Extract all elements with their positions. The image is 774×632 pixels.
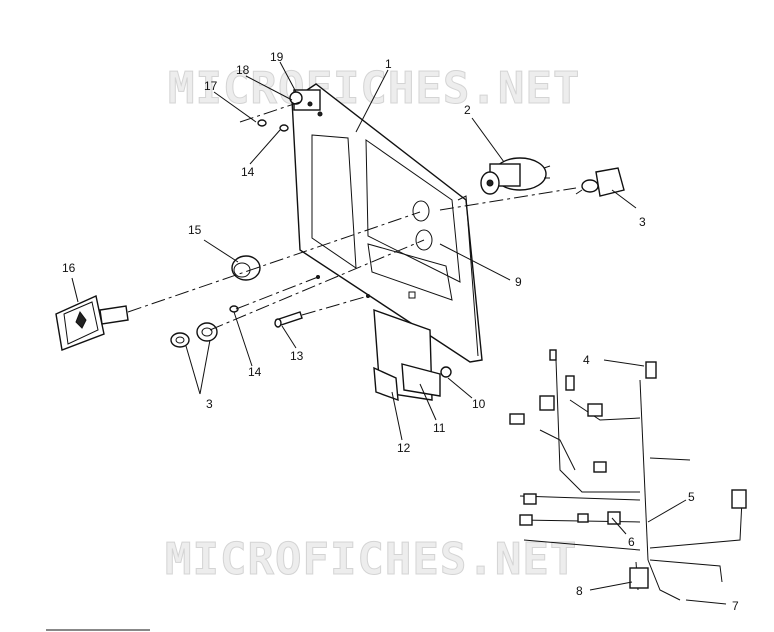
ignition-key [55,295,129,351]
callout-15: 15 [188,223,202,237]
watermark-top: MICROFICHES.NET [168,63,580,114]
callout-16: 16 [62,261,76,275]
callout-1: 1 [385,57,392,71]
lower-bracket [373,308,452,402]
callout-14-top: 14 [241,165,255,179]
callout-4: 4 [583,353,590,367]
callout-3-left: 3 [206,397,213,411]
callout-3-right: 3 [639,215,646,229]
callout-6: 6 [628,535,635,549]
callout-18: 18 [236,63,250,77]
callout-14-bottom: 14 [248,365,262,379]
callout-8: 8 [576,584,583,598]
washers [170,322,218,348]
callout-13: 13 [290,349,304,363]
ignition-switch [480,157,551,195]
assembly-lines [127,101,577,331]
callout-11: 11 [433,421,446,435]
callout-12: 12 [397,441,411,455]
callout-19: 19 [270,50,284,64]
callout-9: 9 [515,275,522,289]
watermark-bottom: MICROFICHES.NET [165,534,577,585]
callout-7: 7 [732,599,739,613]
callout-2: 2 [464,103,471,117]
toggle-switch [575,167,625,197]
bezel-nut [231,255,261,281]
fasteners [229,119,303,328]
wiring-harness [509,349,747,601]
callout-10: 10 [472,397,486,411]
callout-17: 17 [204,79,218,93]
callout-5: 5 [688,490,695,504]
callout-labels: 1 2 3 3 4 5 6 7 8 9 10 11 12 13 14 14 15… [62,50,739,613]
dash-panel [289,83,483,363]
leader-lines [71,61,727,605]
